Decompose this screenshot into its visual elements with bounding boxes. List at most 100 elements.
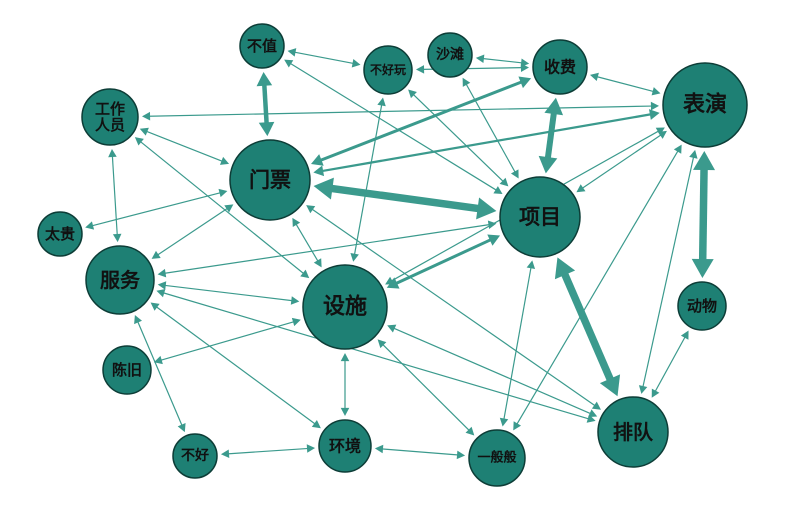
edge-menpiao-xiangmu [313, 177, 497, 220]
edge-line [311, 208, 596, 407]
node-xiangmu: 项目 [499, 176, 581, 258]
edge-arrowhead [177, 422, 186, 433]
node-shoufei: 收费 [532, 39, 588, 95]
edge-shoufei-xiangmu [538, 97, 564, 174]
edge-menpiao-sheshi [292, 217, 322, 268]
edge-line [465, 83, 517, 174]
edge-buhaowan-xiangmu [408, 89, 509, 187]
edge-arrowhead [554, 257, 576, 280]
edge-arrowhead [219, 156, 230, 165]
edge-arrowhead [313, 165, 325, 177]
edge-arrowhead [351, 59, 361, 68]
edge-shoufei-biaoyan [589, 72, 661, 96]
edge-arrowhead [287, 48, 297, 57]
edge-arrowhead [141, 111, 151, 121]
edge-arrowhead [638, 385, 648, 394]
edge-arrowhead [475, 54, 485, 63]
edge-arrowhead [290, 296, 300, 305]
edge-arrowhead [462, 77, 471, 87]
edge-arrowhead [538, 155, 558, 174]
edge-line [320, 113, 653, 173]
edge-arrowhead [377, 97, 386, 107]
edge-arrowhead [306, 444, 316, 453]
node-circle [499, 176, 581, 258]
node-circle [302, 264, 388, 350]
edge-line [412, 93, 505, 183]
node-circle [468, 429, 526, 487]
node-circle [102, 345, 152, 395]
edge-line [148, 105, 653, 117]
edge-line [227, 447, 309, 455]
edge-arrowhead [510, 169, 519, 179]
edge-xiangmu-fuwu [157, 220, 497, 278]
edge-arrowhead [157, 281, 167, 290]
edge-arrowhead [673, 144, 682, 154]
node-menpiao: 门票 [229, 139, 311, 221]
edge-line [503, 266, 532, 421]
edge-line [560, 269, 615, 384]
edge-dongwu-paidui [651, 330, 689, 398]
node-label: 项目 [519, 205, 561, 229]
edge-arrowhead [691, 258, 714, 279]
node-taigui: 太贵 [37, 211, 83, 257]
edge-arrowhead [134, 137, 144, 146]
edge-buhao-huanjing [220, 444, 316, 459]
edge-line [164, 284, 293, 302]
edge-arrowhead [487, 220, 497, 229]
edge-line [596, 75, 655, 93]
edge-line [293, 51, 355, 65]
node-label: 不好 [181, 447, 209, 464]
edge-arrowhead [576, 184, 586, 193]
edge-line [642, 156, 695, 388]
node-sheshi: 设施 [302, 264, 388, 350]
node-label: 工作 [95, 100, 125, 118]
edge-gongzuo-sheshi [134, 137, 310, 279]
edge-arrowhead [374, 444, 384, 454]
edge-arrowhead [292, 217, 301, 228]
edge-line [136, 320, 183, 427]
edge-arrowhead [689, 149, 698, 159]
edge-sheshi-huanjing [340, 353, 350, 416]
edge-arrowhead [300, 269, 310, 279]
edge-arrowhead [655, 127, 665, 136]
edge-buzhi-menpiao [256, 71, 275, 137]
node-layer: 不值不好玩沙滩收费表演工作人员门票项目太贵服务设施动物陈旧排队不好环境一般般 [37, 23, 748, 487]
edge-arrowhead [340, 407, 350, 416]
edge-arrowhead [311, 419, 321, 429]
edge-gongzuo-fuwu [108, 148, 122, 243]
edge-arrowhead [151, 250, 161, 259]
edge-menpiao-shoufei [310, 76, 532, 166]
edge-arrowhead [156, 288, 166, 298]
node-circle [229, 139, 311, 221]
edge-line [155, 305, 317, 425]
edge-arrowhead [650, 101, 660, 111]
edge-biaoyan-yiban [513, 144, 682, 431]
edge-shatan-xiangmu [462, 77, 519, 179]
edge-arrowhead [284, 59, 294, 68]
edge-buhaowan-sheshi [350, 97, 386, 262]
edge-arrowhead [157, 268, 167, 278]
edge-fuwu-buhao [134, 314, 186, 433]
node-label: 人员 [95, 116, 125, 134]
edge-arrowhead [591, 401, 601, 410]
edge-line [163, 223, 491, 274]
edge-arrowhead [680, 330, 689, 340]
edge-arrowhead [518, 76, 532, 89]
edge-line [261, 82, 269, 126]
edge-arrowhead [387, 324, 397, 333]
edge-sheshi-paidui [387, 324, 598, 418]
edge-line [353, 103, 383, 256]
edge-line [318, 80, 524, 163]
edge-arrowhead [589, 72, 599, 82]
edge-line [111, 155, 118, 236]
edge-line [516, 149, 679, 426]
edge-arrowhead [220, 449, 230, 459]
edge-line [381, 343, 471, 432]
node-label: 收费 [544, 58, 576, 77]
edge-arrowhead [526, 260, 536, 270]
edge-line [581, 133, 662, 190]
node-paidui: 排队 [597, 396, 669, 468]
edge-arrowhead [313, 177, 334, 200]
